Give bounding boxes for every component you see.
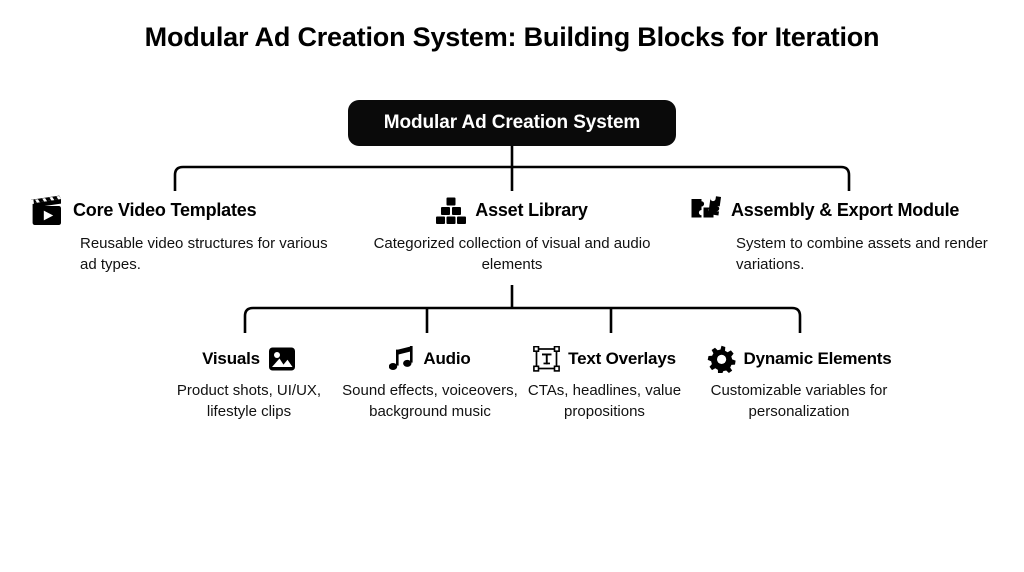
node-header: Text Overlays — [512, 343, 697, 375]
node-audio[interactable]: Audio Sound effects, voiceovers, backgro… — [340, 343, 520, 422]
music-note-icon — [389, 345, 415, 373]
node-header: Audio — [340, 343, 520, 375]
node-label: Dynamic Elements — [743, 349, 892, 368]
node-label: Core Video Templates — [73, 199, 257, 220]
node-header: Visuals — [163, 343, 335, 375]
text-box-icon — [533, 345, 561, 372]
node-label: Text Overlays — [568, 349, 676, 368]
connector-tier2-bus — [173, 165, 851, 191]
puzzle-pieces-icon — [690, 195, 722, 226]
clapperboard-icon — [30, 195, 64, 226]
node-assembly-export-module[interactable]: Assembly & Export Module System to combi… — [690, 193, 1000, 276]
node-header: Core Video Templates — [30, 193, 330, 227]
node-description: Categorized collection of visual and aud… — [373, 235, 651, 274]
connector-tier3-bus — [243, 306, 802, 333]
node-label: Audio — [423, 349, 471, 368]
node-description: Reusable video structures for various ad… — [80, 235, 328, 274]
node-description: CTAs, headlines, value propositions — [527, 382, 682, 420]
image-icon — [268, 346, 296, 372]
node-description: Customizable variables for personalizati… — [710, 382, 888, 420]
root-node-label: Modular Ad Creation System — [383, 112, 641, 133]
node-header: Assembly & Export Module — [690, 193, 1000, 227]
node-label: Assembly & Export Module — [731, 199, 960, 220]
node-description: System to combine assets and render vari… — [736, 235, 988, 274]
page-title: Modular Ad Creation System: Building Blo… — [144, 22, 880, 52]
node-asset-library[interactable]: Asset Library Categorized collection of … — [362, 193, 662, 276]
node-label: Asset Library — [475, 199, 588, 220]
node-description: Sound effects, voiceovers, background mu… — [342, 382, 518, 420]
node-header: Asset Library — [362, 193, 662, 227]
node-core-video-templates[interactable]: Core Video Templates Reusable video stru… — [30, 193, 330, 276]
node-text-overlays[interactable]: Text Overlays CTAs, headlines, value pro… — [512, 343, 697, 422]
node-dynamic-elements[interactable]: Dynamic Elements Customizable variables … — [690, 343, 908, 422]
node-description: Product shots, UI/UX, lifestyle clips — [176, 382, 322, 420]
node-visuals[interactable]: Visuals Product shots, UI/UX, lifestyle … — [163, 343, 335, 422]
node-header: Dynamic Elements — [690, 343, 908, 375]
root-node[interactable]: Modular Ad Creation System — [348, 100, 676, 146]
gear-icon — [707, 345, 736, 375]
node-label: Visuals — [202, 349, 260, 368]
blocks-stack-icon — [436, 196, 467, 224]
